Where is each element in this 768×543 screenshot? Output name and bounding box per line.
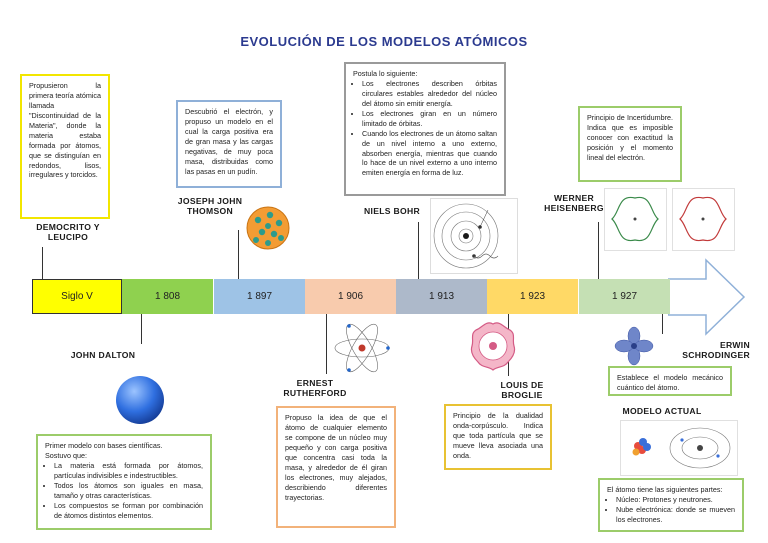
dalton-box: Primer modelo con bases científicas. Sos… — [36, 434, 212, 530]
name-heisenberg: WERNER HEISENBERG — [544, 193, 604, 214]
name-democrito: DEMOCRITO Y LEUCIPO — [36, 222, 100, 243]
connector-democrito — [42, 247, 43, 279]
bohr-item: Cuando los electrones de un átomo saltan… — [362, 129, 497, 179]
bohr-list: Los electrones describen órbitas circula… — [353, 79, 497, 178]
bohr-item: Los electrones describen órbitas circula… — [362, 79, 497, 109]
connector-rutherford — [326, 314, 327, 374]
dalton-model-icon — [116, 376, 164, 424]
thomson-text: Descubrió el electrón, y propuso un mode… — [185, 107, 273, 176]
connector-heisenberg — [598, 222, 599, 279]
broglie-box: Principio de la dualidad onda-corpúsculo… — [444, 404, 552, 470]
schrodinger-text: Establece el modelo mecánico cuántico de… — [617, 373, 723, 392]
page-title: EVOLUCIÓN DE LOS MODELOS ATÓMICOS — [240, 34, 528, 49]
democrito-box: Propusieron la primera teoría atómica ll… — [20, 74, 110, 219]
broglie-text: Principio de la dualidad onda-corpúsculo… — [453, 411, 543, 460]
connector-dalton — [141, 314, 142, 344]
name-broglie: LOUIS DE BROGLIE — [500, 380, 544, 401]
dalton-item: La materia está formada por átomos, part… — [54, 461, 203, 481]
dalton-intro: Primer modelo con bases científicas. — [45, 441, 163, 450]
actual-box: El átomo tiene las siguientes partes: Nú… — [598, 478, 744, 532]
timeline-segment: Siglo V — [32, 279, 122, 314]
schrodinger-box: Establece el modelo mecánico cuántico de… — [608, 366, 732, 396]
timeline-segment: 1 913 — [396, 279, 487, 314]
actual-list: Núcleo: Protones y neutrones. Nube elect… — [607, 495, 735, 525]
connector-thomson — [238, 230, 239, 279]
timeline-segment: 1 897 — [214, 279, 305, 314]
heisenberg-box: Principio de Incertidumbre. Indica que e… — [578, 106, 682, 182]
connector-bohr — [418, 222, 419, 279]
name-rutherford: ERNEST RUTHERFORD — [283, 378, 347, 399]
name-modelo-actual: MODELO ACTUAL — [622, 406, 702, 416]
dalton-item: Los compuestos se forman por combinación… — [54, 501, 203, 521]
bohr-intro: Postula lo siguiente: — [353, 69, 418, 78]
bohr-box: Postula lo siguiente: Los electrones des… — [344, 62, 506, 196]
thomson-box: Descubrió el electrón, y propuso un mode… — [176, 100, 282, 188]
dalton-sub: Sostuvo que: — [45, 450, 87, 460]
actual-item: Núcleo: Protones y neutrones. — [616, 495, 735, 505]
name-thomson: JOSEPH JOHN THOMSON — [177, 196, 243, 217]
schrodinger-model-icon — [614, 326, 654, 366]
name-dalton: JOHN DALTON — [70, 350, 136, 360]
modern-model-icon — [620, 420, 738, 476]
rutherford-model-icon — [334, 323, 390, 373]
timeline-segment: 1 808 — [122, 279, 213, 314]
heisenberg-text: Principio de Incertidumbre. Indica que e… — [587, 113, 673, 162]
actual-item: Nube electrónica: donde se mueven los el… — [616, 505, 735, 525]
timeline-segment: 1 927 — [579, 279, 670, 314]
timeline-arrow-icon — [668, 258, 746, 336]
name-bohr: NIELS BOHR — [364, 206, 420, 216]
democrito-text: Propusieron la primera teoría atómica ll… — [29, 81, 101, 180]
dalton-list: La materia está formada por átomos, part… — [45, 461, 203, 521]
timeline-segment: 1 923 — [487, 279, 578, 314]
rutherford-box: Propuso la idea de que el átomo de cualq… — [276, 406, 396, 528]
connector-schrodinger — [662, 314, 663, 334]
heisenberg-model-icon — [604, 188, 735, 251]
timeline-segment: 1 906 — [305, 279, 396, 314]
bohr-item: Los electrones giran en un número limita… — [362, 109, 497, 129]
name-schrodinger: ERWIN SCHRODINGER — [682, 340, 750, 361]
broglie-model-icon — [470, 322, 516, 371]
thomson-model-icon — [246, 206, 290, 250]
bohr-model-icon — [430, 198, 518, 274]
dalton-item: Todos los átomos son iguales en masa, ta… — [54, 481, 203, 501]
actual-intro: El átomo tiene las siguientes partes: — [607, 485, 723, 494]
rutherford-text: Propuso la idea de que el átomo de cualq… — [285, 413, 387, 502]
